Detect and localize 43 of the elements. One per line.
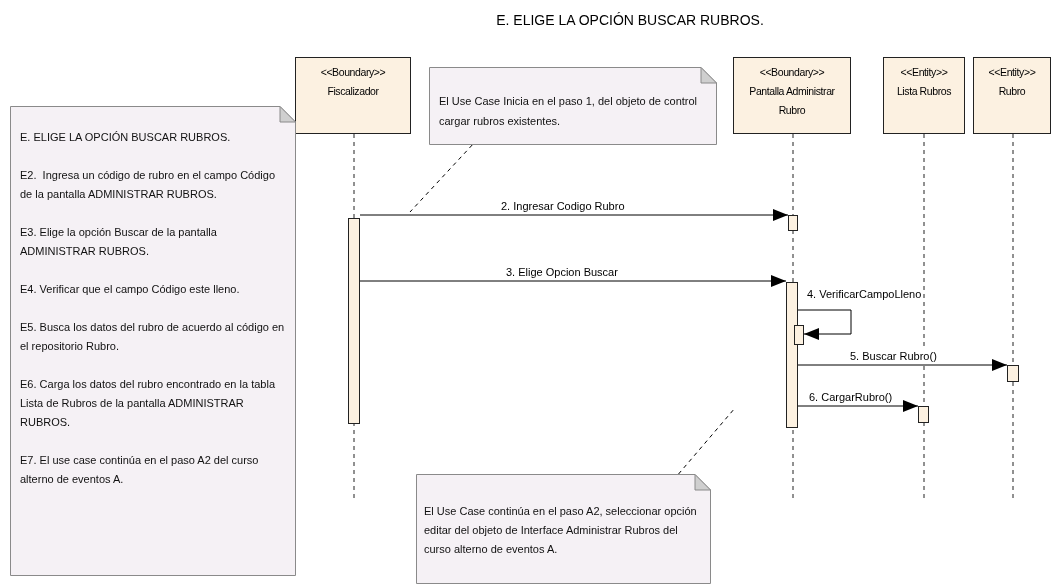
message-label: 2. Ingresar Codigo Rubro [500,200,626,213]
lifeline-header [973,57,1051,134]
activation-bar [1007,365,1019,382]
stereotype-label: <<Boundary>> [319,65,387,80]
object-name: Lista Rubros [895,84,953,99]
lifeline-header [733,57,851,134]
activation-bar [786,282,798,428]
activation-bar [794,325,804,345]
note-text: El Use Case Inicia en el paso 1, del objeto de control cargar rubros existentes. [439,94,699,129]
note-text: E2. Ingresa un código de rubro en el campo Código de la pantalla ADMINISTRAR RUBROS. [20,168,276,202]
leader-line [409,144,473,213]
note-text: El Use Case continúa en el paso A2, seleccionar opción editar del objeto de Interface Administrar Rubros del curso alterno de eventos A. [424,504,698,557]
object-name: Pantalla Administrar Rubro [748,84,836,118]
object-name: Rubro [997,84,1027,99]
note [429,67,717,145]
stereotype-label: <<Boundary>> [758,65,826,80]
note-text: E5. Busca los datos del rubro de acuerdo al código en el repositorio Rubro. [20,320,286,354]
message-label: 6. CargarRubro() [808,391,894,404]
note-heading: E. ELIGE LA OPCIÓN BUSCAR RUBROS. [20,130,232,145]
object-name: Fiscalizador [326,84,380,99]
message-arrow [359,209,789,221]
lifeline-header [295,57,411,134]
stereotype-label: <<Entity>> [987,65,1037,80]
activation-bar [788,215,798,231]
message-label: 4. VerificarCampoLleno [806,288,923,301]
note-text: E4. Verificar que el campo Código este lleno. [20,282,241,297]
lifeline-header [883,57,965,134]
note [416,474,711,584]
message-label: 3. Elige Opcion Buscar [505,266,619,279]
note-text: E7. El use case continúa en el paso A2 del curso alterno de eventos A. [20,453,260,487]
message-label: 5. Buscar Rubro() [849,350,938,363]
message-arrow [797,359,1008,371]
note [10,106,296,576]
message-arrow [797,309,852,340]
message-arrow [359,275,787,287]
note-text: E6. Carga los datos del rubro encontrado en la tabla Lista de Rubros de la pantalla ADMINISTRAR RUBROS. [20,377,276,430]
activation-bar [348,218,360,424]
leader-line [678,407,736,475]
message-arrow [797,400,919,412]
diagram-title: E. ELIGE LA OPCIÓN BUSCAR RUBROS. [495,12,765,28]
stereotype-label: <<Entity>> [899,65,949,80]
activation-bar [918,406,929,423]
note-text: E3. Elige la opción Buscar de la pantalla ADMINISTRAR RUBROS. [20,225,218,259]
